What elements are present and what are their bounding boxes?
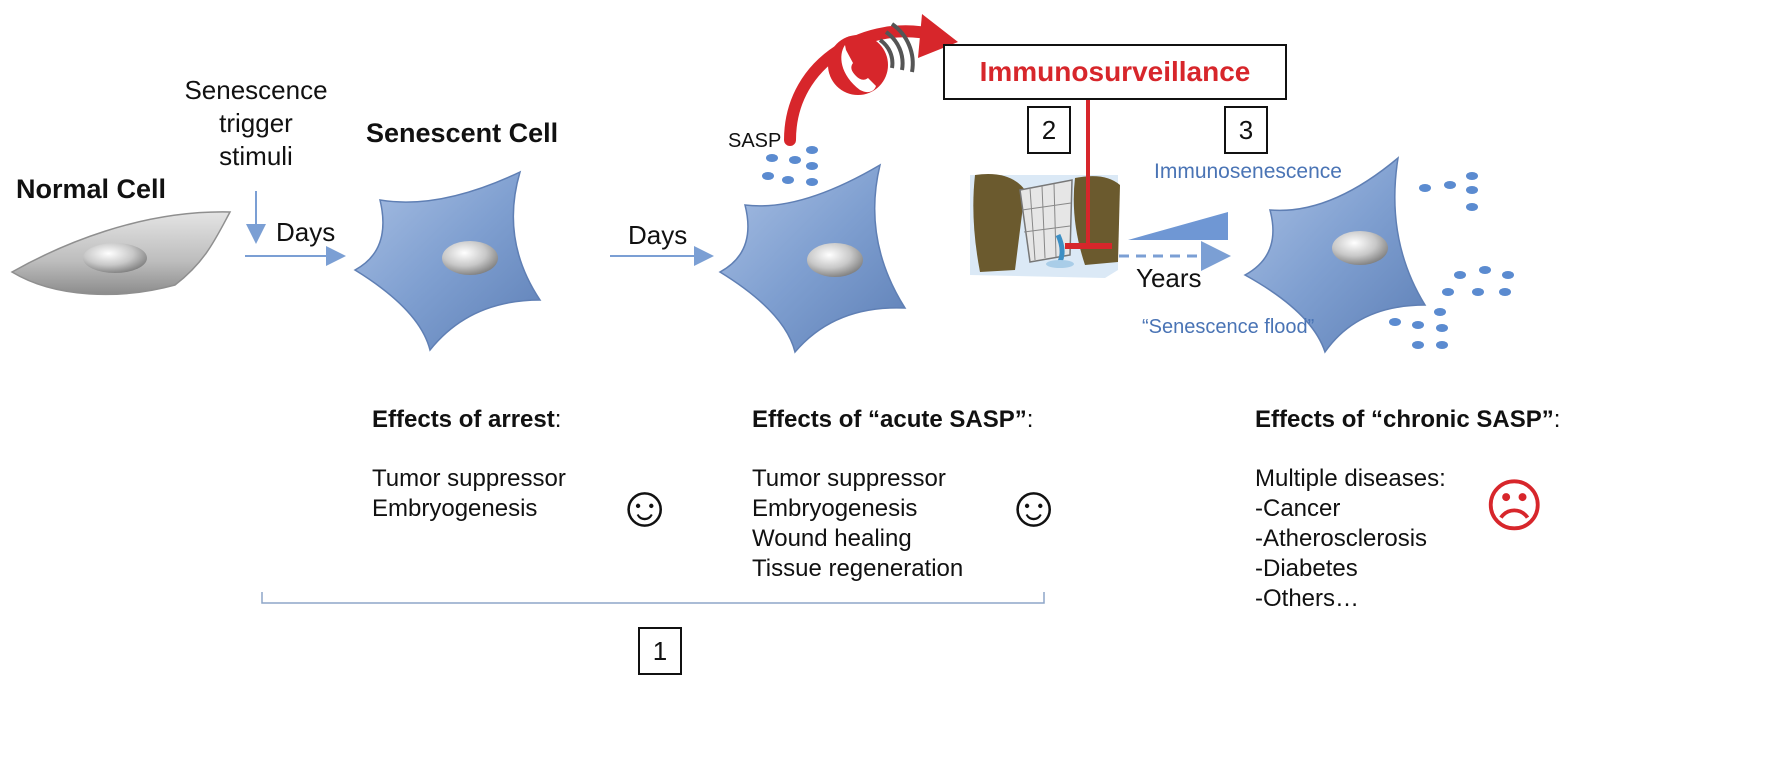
- effects-arrest-list: Tumor suppressor Embryogenesis: [372, 464, 566, 524]
- effects-arrest-heading: Effects of arrest:: [372, 406, 566, 434]
- step-box-2: 2: [1027, 106, 1071, 154]
- effects-acute-colon: :: [1026, 406, 1034, 433]
- list-item: -Atherosclerosis: [1255, 525, 1428, 552]
- sasp-label: SASP: [728, 130, 782, 152]
- senescent-cell-shape-1: [353, 170, 542, 352]
- smiley-icon: ☺: [1004, 474, 1064, 539]
- immunosurveillance-box: Immunosurveillance: [943, 44, 1287, 100]
- effects-acute: Effects of “acute SASP”: Tumor suppresso…: [752, 406, 1033, 584]
- immunosenescence-label: Immunosenescence: [1154, 160, 1342, 183]
- list-item: Embryogenesis: [752, 495, 918, 522]
- step-box-1: 1: [638, 627, 682, 675]
- effects-chronic-list: Multiple diseases: -Cancer -Atherosclero…: [1255, 464, 1560, 614]
- trigger-line-3: stimuli: [219, 141, 293, 171]
- effects-acute-list: Tumor suppressor Embryogenesis Wound hea…: [752, 464, 1033, 584]
- effects-chronic-heading: Effects of “chronic SASP”:: [1255, 406, 1560, 434]
- effects-chronic-colon: :: [1553, 406, 1561, 433]
- list-item: Tissue regeneration: [752, 555, 964, 582]
- normal-cell-shape: [10, 211, 232, 296]
- list-item: Tumor suppressor: [752, 465, 946, 492]
- trigger-line-2: trigger: [219, 108, 293, 138]
- days-label-1: Days: [276, 217, 336, 247]
- effects-arrest: Effects of arrest: Tumor suppressor Embr…: [372, 406, 566, 524]
- list-item: -Diabetes: [1255, 555, 1358, 582]
- years-label: Years: [1136, 263, 1202, 293]
- sasp-dots-acute: [762, 146, 818, 186]
- sasp-dots-chronic: [1389, 172, 1514, 349]
- senescence-flood-label: “Senescence flood”: [1142, 316, 1315, 338]
- senescent-cell-shape-2: [718, 163, 907, 354]
- effects-acute-title: Effects of “acute SASP”: [752, 406, 1027, 433]
- smiley-icon: ☺: [615, 474, 675, 539]
- senescent-cell-label: Senescent Cell: [366, 118, 559, 148]
- senescent-cell-shape-3: [1243, 156, 1427, 354]
- effects-chronic-title: Effects of “chronic SASP”: [1255, 406, 1554, 433]
- trigger-label: Senescence trigger stimuli: [178, 74, 334, 173]
- list-item: -Others…: [1255, 585, 1360, 612]
- list-item: Wound healing: [752, 525, 912, 552]
- trigger-line-1: Senescence: [184, 75, 328, 105]
- frown-icon: ☹: [1484, 474, 1545, 539]
- normal-cell-label: Normal Cell: [16, 174, 167, 204]
- effects-acute-heading: Effects of “acute SASP”:: [752, 406, 1033, 434]
- telephone-icon: [828, 22, 915, 95]
- days-label-2: Days: [628, 220, 688, 250]
- list-item: Multiple diseases:: [1255, 465, 1446, 492]
- effects-arrest-title: Effects of arrest: [372, 406, 555, 433]
- list-item: -Cancer: [1255, 495, 1341, 522]
- list-item: Embryogenesis: [372, 495, 538, 522]
- effects-arrest-colon: :: [554, 406, 562, 433]
- step-box-3: 3: [1224, 106, 1268, 154]
- list-item: Tumor suppressor: [372, 465, 566, 492]
- effects-chronic: Effects of “chronic SASP”: Multiple dise…: [1255, 406, 1560, 614]
- dam-icon: [970, 174, 1120, 278]
